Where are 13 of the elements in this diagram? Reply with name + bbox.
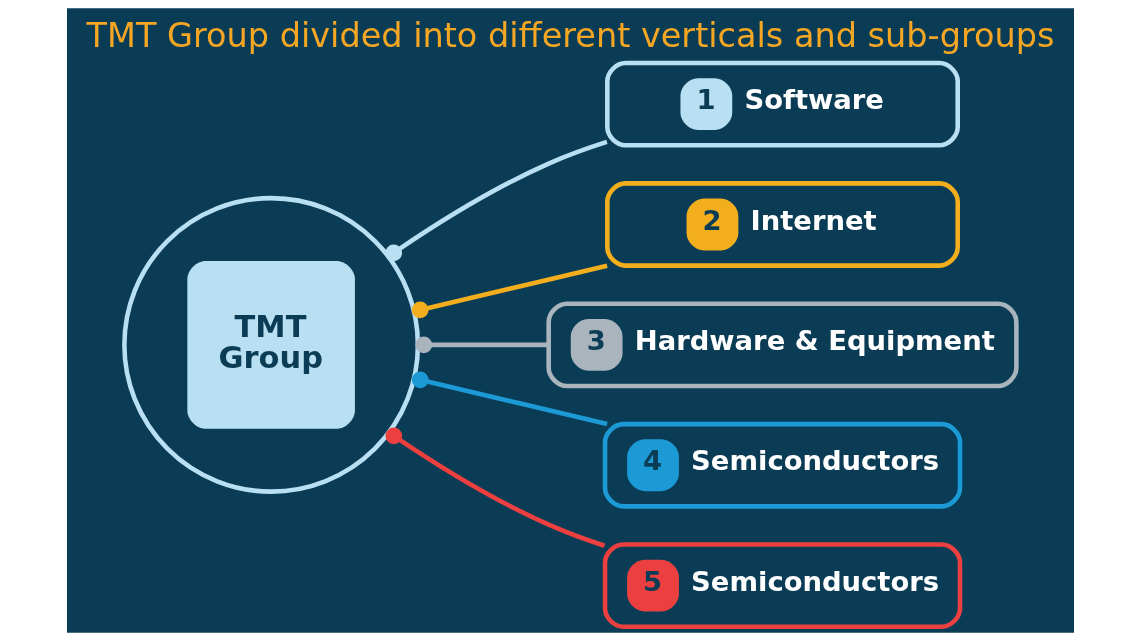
node-text: TMT Group xyxy=(218,309,323,375)
connector xyxy=(414,336,548,354)
diagram-title: TMT Group divided into different verticals and sub-groups xyxy=(86,16,1054,56)
connector xyxy=(384,139,608,262)
cluster xyxy=(121,195,420,494)
node-box: 2 Internet xyxy=(604,181,960,268)
connector xyxy=(411,371,608,427)
connector xyxy=(411,263,608,319)
connector xyxy=(384,427,605,548)
node-box: 4 Semiconductors xyxy=(602,421,962,509)
node-box: 1 Software xyxy=(604,60,960,148)
node-box: 5 Semiconductors xyxy=(602,542,962,629)
node-box: 3 Hardware & Equipment xyxy=(545,301,1019,389)
